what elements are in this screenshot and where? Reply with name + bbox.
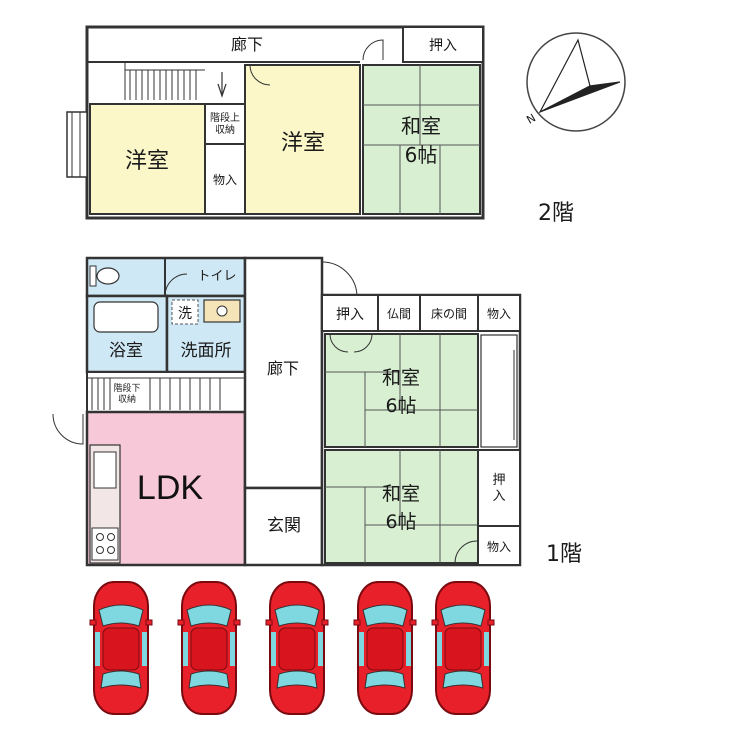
japanese-room-upper [324, 333, 479, 448]
butsuma-label: 仏間 [387, 307, 411, 321]
entrance [243, 486, 324, 567]
toilet-label: トイレ [197, 269, 236, 284]
hall-1f-label: 廊下 [267, 359, 299, 378]
stair-storage-1f-label-2: 収納 [118, 393, 136, 405]
stair-storage-1f-label-1: 階段下 [113, 382, 140, 394]
closet-2f-label: 押入 [429, 38, 457, 54]
toilet-icon [96, 267, 120, 285]
japanese-upper-label-1: 和室 [382, 367, 420, 389]
storage-1f-bottom [477, 525, 521, 566]
closet-2f [402, 26, 484, 63]
storage-1f-top-label: 物入 [487, 307, 511, 321]
car-icon [353, 581, 417, 715]
first-floor: トイレ 洗 浴室 洗面所 階段下 収納 廊下 LDK 玄関 押入 仏間 床の間 … [52, 256, 582, 567]
car-icon [431, 581, 495, 715]
japanese-lower-label-2: 6帖 [385, 511, 416, 533]
bathtub-icon [93, 301, 159, 333]
car-icon [89, 581, 153, 715]
balcony-2f [66, 111, 88, 178]
butsuma [377, 294, 421, 332]
ldk-door-swing [52, 413, 84, 445]
washer-space [171, 299, 199, 325]
closet-side-label-2: 入 [492, 489, 505, 504]
second-floor: 廊下 押入 洋室 階段上 収納 物入 洋室 和室 6帖 2階 [66, 25, 574, 226]
parking-area [89, 581, 495, 715]
bath-label: 浴室 [109, 341, 143, 361]
japanese-2f-label-2: 6帖 [405, 143, 438, 167]
washroom-label: 洗面所 [181, 341, 232, 361]
storage-1f-bottom-label: 物入 [487, 540, 511, 554]
closet-1f [321, 294, 379, 332]
western-center-label: 洋室 [281, 131, 325, 156]
stove-icon [91, 527, 119, 561]
compass-north-label: N [524, 111, 538, 126]
car-icon [177, 581, 241, 715]
hall-2f-label: 廊下 [231, 35, 263, 54]
japanese-room-lower [324, 449, 479, 564]
storage-1f-top [477, 294, 521, 332]
closet-1f-side [477, 449, 521, 527]
closet-side-label-1: 押 [492, 473, 505, 488]
japanese-lower-label-1: 和室 [382, 483, 420, 505]
japanese-room-2f [362, 64, 481, 215]
entrance-label: 玄関 [267, 516, 301, 536]
japanese-upper-label-2: 6帖 [385, 395, 416, 417]
staircase-2f [124, 62, 205, 100]
storage-2f-label: 物入 [213, 173, 237, 187]
floor1-label: 1階 [546, 542, 582, 567]
japanese-2f-label-1: 和室 [401, 114, 441, 138]
stair-storage-2f [204, 103, 246, 145]
car-icon [265, 581, 329, 715]
stair-storage-2f-label-1: 階段上 [210, 111, 240, 124]
compass: N [524, 32, 626, 132]
floor2-label: 2階 [538, 201, 574, 226]
compass-needle-south [539, 81, 621, 113]
hall-1f [243, 256, 324, 490]
sink-icon [93, 451, 117, 489]
washer-label: 洗 [178, 306, 192, 322]
western-left-label: 洋室 [125, 149, 169, 174]
western-room-left [89, 103, 206, 215]
engawa [480, 334, 518, 448]
closet-1f-label: 押入 [336, 307, 364, 323]
tokonoma-label: 床の間 [431, 307, 467, 321]
western-room-center [244, 64, 361, 215]
ldk-label: LDK [137, 469, 203, 507]
stair-storage-2f-label-2: 収納 [215, 123, 235, 136]
